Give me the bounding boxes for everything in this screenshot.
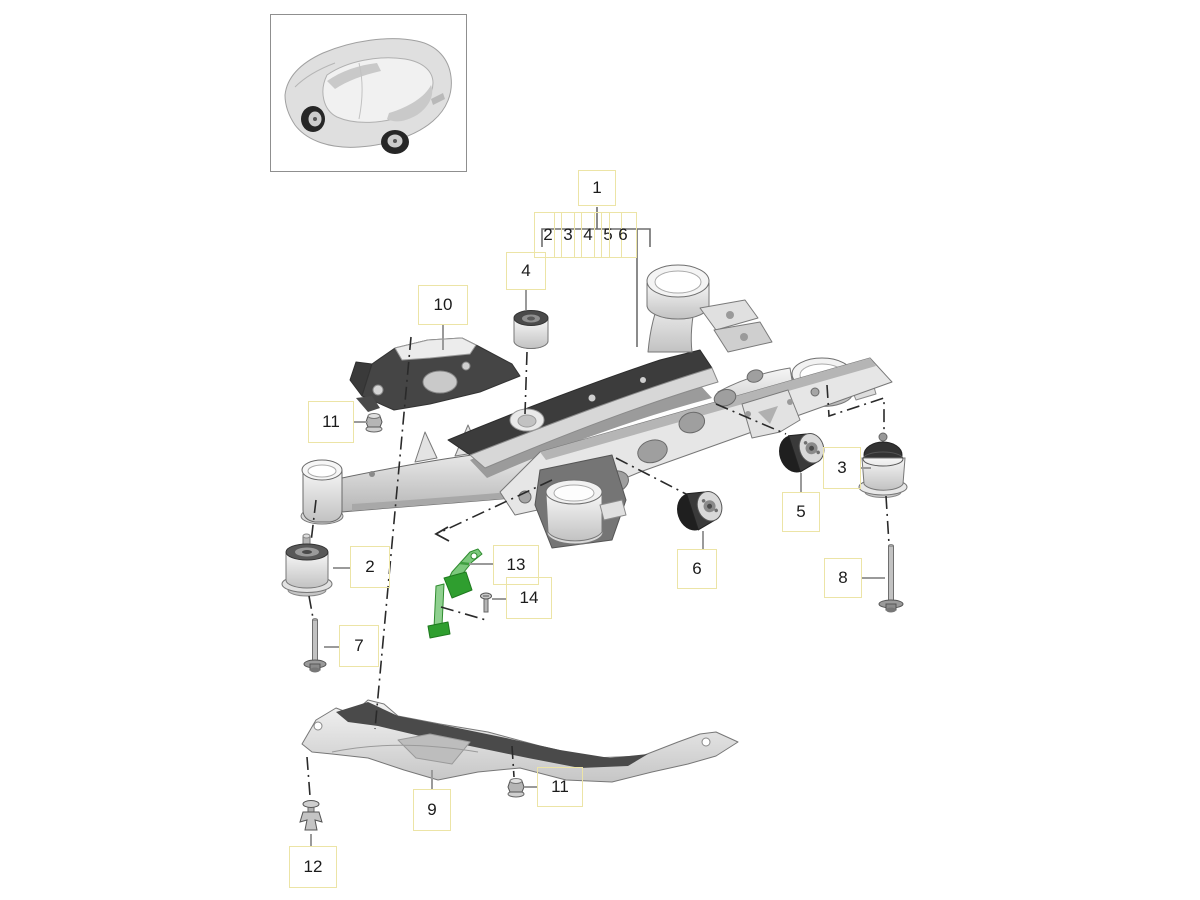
bushing-part-4 xyxy=(513,310,549,349)
bolt-part-7 xyxy=(303,618,327,673)
level-sensor-part-13 xyxy=(427,548,483,639)
bushing-part-3 xyxy=(858,432,908,498)
callout-8[interactable]: 8 xyxy=(824,558,862,598)
vehicle-inset xyxy=(270,14,467,172)
callout-group-3[interactable]: 3 xyxy=(554,212,582,258)
callout-11-lower[interactable]: 11 xyxy=(537,767,583,807)
callout-group-bracket xyxy=(541,207,651,347)
callout-group-4[interactable]: 4 xyxy=(574,212,602,258)
callout-10[interactable]: 10 xyxy=(418,285,468,325)
rivet-part-12 xyxy=(299,800,323,831)
callout-2[interactable]: 2 xyxy=(350,546,390,588)
callout-4[interactable]: 4 xyxy=(506,252,546,290)
callout-3[interactable]: 3 xyxy=(823,447,861,489)
callout-5[interactable]: 5 xyxy=(782,492,820,532)
callout-14[interactable]: 14 xyxy=(506,577,552,619)
callout-7[interactable]: 7 xyxy=(339,625,379,667)
callout-1[interactable]: 1 xyxy=(578,170,616,206)
sensor-leader-tip xyxy=(459,561,470,566)
alignment-lines xyxy=(306,336,890,797)
nut-part-11-lower xyxy=(507,778,525,798)
callout-12[interactable]: 12 xyxy=(289,846,337,888)
bushing-part-2 xyxy=(281,533,333,597)
callout-leader-lines xyxy=(310,290,885,846)
car-rear-three-quarter-icon xyxy=(284,38,452,154)
callout-group-6[interactable]: 6 xyxy=(609,212,637,258)
bolt-part-8 xyxy=(878,544,904,613)
callout-group-5[interactable]: 5 xyxy=(594,212,622,258)
bracket-part-10 xyxy=(349,337,521,412)
arrowhead-icon xyxy=(434,526,450,542)
nut-part-11-upper xyxy=(365,413,383,433)
screw-part-14 xyxy=(480,592,492,613)
heat-shield-part-9 xyxy=(301,699,739,783)
callout-9[interactable]: 9 xyxy=(413,789,451,831)
callout-11-upper[interactable]: 11 xyxy=(308,401,354,443)
callout-6[interactable]: 6 xyxy=(677,549,717,589)
callout-group-2[interactable]: 2 xyxy=(534,212,562,258)
callout-13[interactable]: 13 xyxy=(493,545,539,585)
bushing-part-5 xyxy=(779,432,825,473)
subframe-part xyxy=(300,264,893,549)
bushing-part-6 xyxy=(677,490,723,531)
